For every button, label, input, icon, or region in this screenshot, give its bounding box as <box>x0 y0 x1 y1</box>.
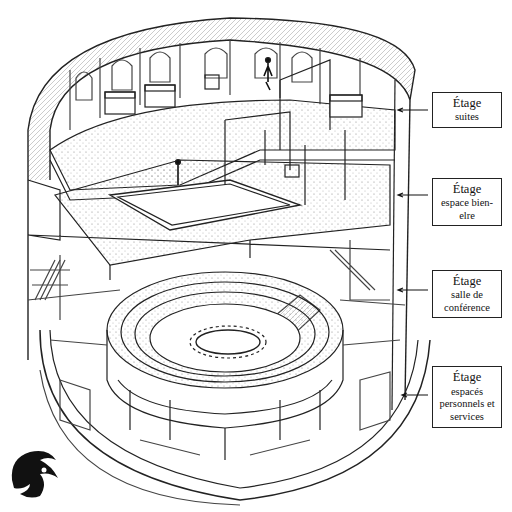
floor-name: salle de conférence <box>436 289 498 314</box>
conference-hall <box>107 272 343 460</box>
floor-name: suites <box>436 111 498 124</box>
leader-line <box>398 108 428 397</box>
floor-heading: Étage <box>436 274 498 288</box>
floor-heading: Étage <box>436 182 498 196</box>
floor-name: espace bien-elre <box>436 197 498 222</box>
services-floor <box>50 340 400 455</box>
callout-box: Étageespace bien-elre <box>432 178 502 227</box>
outer-shell <box>28 18 415 410</box>
callout-box: Étagesuites <box>432 92 502 128</box>
wellness-floor <box>28 112 390 280</box>
callout-box: Étagesalle de conférence <box>432 270 502 319</box>
floor-name: espacés personnels et services <box>436 386 498 424</box>
logo <box>12 451 58 498</box>
floor-heading: Étage <box>436 96 498 110</box>
callout-box: Étage espacés personnels et services <box>432 366 502 427</box>
floor-heading: Étage <box>436 370 498 384</box>
